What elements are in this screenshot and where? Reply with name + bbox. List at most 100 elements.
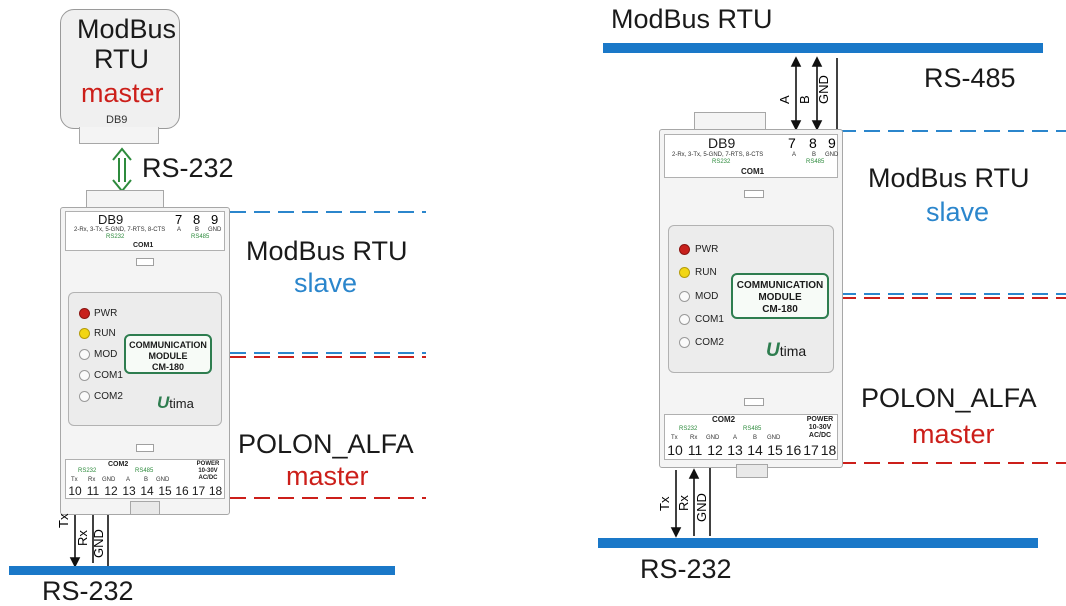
left-badge-line1: COMMUNICATION xyxy=(129,340,207,350)
right-term-18: 18 xyxy=(820,442,837,458)
right-term-17: 17 xyxy=(803,442,819,458)
left-com1-label: COM1 xyxy=(133,242,154,249)
left-bottom-clip xyxy=(130,501,160,515)
right-rs232-label: RS232 xyxy=(712,159,731,165)
master-box-line2: RTU xyxy=(94,44,150,74)
left-led-pwr-label: PWR xyxy=(94,308,118,319)
left-bpin-tx: Tx xyxy=(71,477,78,483)
left-com2-strip xyxy=(65,459,225,499)
left-bpin-a: A xyxy=(126,477,131,483)
right-rs232-bus xyxy=(598,538,1038,548)
right-bpin-rx: Rx xyxy=(690,435,698,441)
left-badge-line3: CM-180 xyxy=(151,362,184,372)
right-module-badge: COMMUNICATION MODULE CM-180 xyxy=(731,273,829,319)
left-brand-text: tima xyxy=(169,396,194,411)
left-b-rs232: RS232 xyxy=(78,468,97,474)
right-terminal-row: 10 11 12 13 14 15 16 17 18 xyxy=(665,442,837,458)
left-led-mod-label: MOD xyxy=(94,349,118,360)
right-led-mod xyxy=(679,291,690,302)
right-bpin-b: B xyxy=(753,435,758,441)
left-pin-a: A xyxy=(177,227,182,233)
left-led-pwr xyxy=(79,308,90,319)
master-box-port: DB9 xyxy=(106,114,128,126)
left-bus-label: RS-232 xyxy=(42,576,134,606)
left-bpin-rx: Rx xyxy=(88,477,96,483)
left-rs485-label: RS485 xyxy=(191,234,210,240)
right-power-line2: 10-30V xyxy=(808,424,832,431)
left-led-com2-label: COM2 xyxy=(94,391,123,402)
left-polon-line2: master xyxy=(286,461,369,491)
left-term-16: 16 xyxy=(175,484,189,498)
right-bwire-tx: Tx xyxy=(657,496,672,511)
left-com1-strip xyxy=(65,211,225,251)
right-term-7: 7 xyxy=(788,135,796,151)
left-pin-gnd: GND xyxy=(208,227,222,233)
right-term-8: 8 xyxy=(809,135,817,151)
left-lower-slot xyxy=(136,444,154,452)
right-led-run-label: RUN xyxy=(695,267,717,278)
left-led-run-label: RUN xyxy=(94,328,116,339)
right-led-com2 xyxy=(679,337,690,348)
left-rs232-bus xyxy=(9,566,395,575)
right-pin-a: A xyxy=(792,152,797,158)
left-bpin-gnd: GND xyxy=(102,477,116,483)
right-b-rs485: RS485 xyxy=(743,426,762,432)
right-led-run xyxy=(679,267,690,278)
right-power-line3: AC/DC xyxy=(808,432,832,439)
right-wire-gnd: GND xyxy=(816,75,831,104)
rs232-double-arrow xyxy=(112,147,132,193)
right-com1-label: COM1 xyxy=(741,167,765,176)
left-term-15: 15 xyxy=(158,484,172,498)
left-power-line1: POWER xyxy=(196,461,220,467)
left-com2-label: COM2 xyxy=(108,461,129,468)
right-b-rs232: RS232 xyxy=(679,426,698,432)
left-term-12: 12 xyxy=(104,484,118,498)
right-badge-line1: COMMUNICATION xyxy=(736,280,824,291)
right-power-line1: POWER xyxy=(806,416,834,423)
right-bpin-tx: Tx xyxy=(671,435,678,441)
right-com1-strip xyxy=(664,134,838,178)
left-rs232-label: RS232 xyxy=(106,234,125,240)
right-com2-label: COM2 xyxy=(712,415,736,424)
right-slave-line2: slave xyxy=(926,197,990,227)
left-power-line3: AC/DC xyxy=(198,475,218,481)
left-upper-slot xyxy=(136,258,154,266)
left-term-8: 8 xyxy=(193,212,201,227)
right-upper-slot xyxy=(744,190,764,198)
left-power-line2: 10-30V xyxy=(198,468,218,474)
left-bpin-b: B xyxy=(144,477,149,483)
left-polon-line1: POLON_ALFA xyxy=(238,429,414,459)
right-com2-strip xyxy=(664,414,838,460)
right-polon-line1: POLON_ALFA xyxy=(861,383,1037,413)
left-top-pins: 2-Rx, 3-Tx, 5-GND, 7-RTS, 8-CTS xyxy=(74,227,166,233)
left-link-label: RS-232 xyxy=(142,153,234,183)
right-bus-label: RS-232 xyxy=(640,554,732,584)
left-pin-b: B xyxy=(195,227,200,233)
right-bwire-rx: Rx xyxy=(676,495,691,511)
left-top-connector xyxy=(86,190,164,209)
right-badge-line2: MODULE xyxy=(758,292,802,303)
left-slave-line2: slave xyxy=(294,268,358,298)
right-led-mod-label: MOD xyxy=(695,291,719,302)
left-db9-label: DB9 xyxy=(98,212,124,227)
left-b-rs485: RS485 xyxy=(135,468,154,474)
right-term-15: 15 xyxy=(767,442,783,458)
master-db9-connector xyxy=(79,127,159,144)
left-term-7: 7 xyxy=(175,212,183,227)
modbus-master-box xyxy=(60,9,180,129)
right-power-box: POWER 10-30V AC/DC xyxy=(804,416,836,442)
right-brand-text: tima xyxy=(779,343,807,359)
left-module-badge: COMMUNICATION MODULE CM-180 xyxy=(124,334,212,374)
right-rs485-label: RS-485 xyxy=(924,63,1016,93)
right-term-16: 16 xyxy=(785,442,802,458)
left-led-com1 xyxy=(79,370,90,381)
left-term-18: 18 xyxy=(208,484,223,498)
right-lower-slot xyxy=(744,398,764,406)
right-bottom-clip xyxy=(736,464,768,478)
right-top-pins: 2-Rx, 3-Tx, 5-GND, 7-RTS, 8-CTS xyxy=(672,152,764,158)
master-box-line1: ModBus xyxy=(77,14,177,44)
right-wire-a: A xyxy=(777,95,792,104)
right-middle-dash xyxy=(840,293,1066,299)
right-bwire-gnd: GND xyxy=(694,493,709,522)
left-term-14: 14 xyxy=(140,484,154,498)
